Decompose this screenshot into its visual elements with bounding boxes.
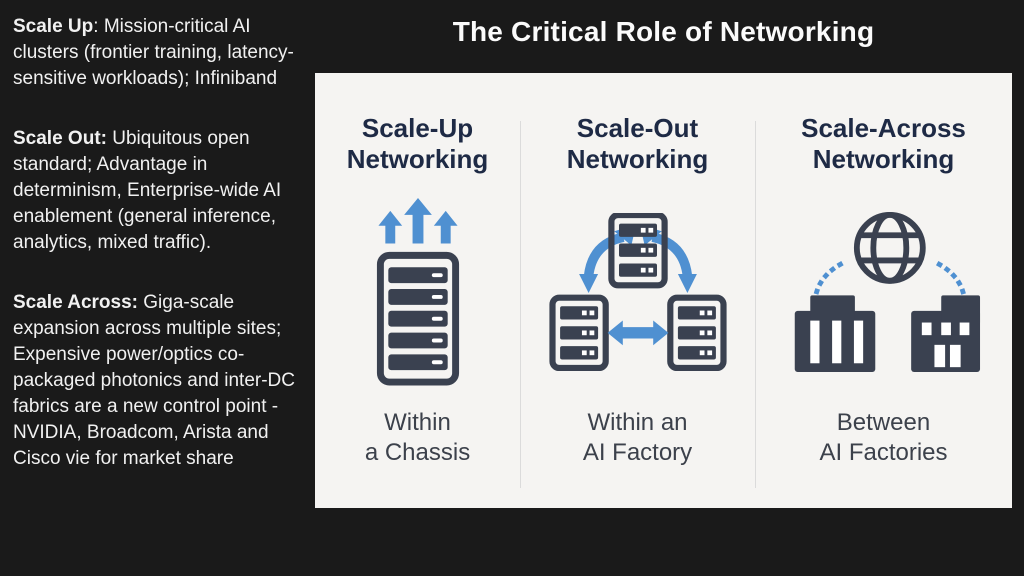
dotted-link-right-icon — [935, 261, 967, 302]
note-scale-out-body: Ubiquitous open standard; Advantage in d… — [13, 128, 282, 253]
globe-icon — [853, 211, 926, 284]
scale-out-header: Scale-Out Networking — [566, 113, 709, 174]
server-icon — [611, 215, 664, 285]
column-scale-across: Scale-Across Networking — [755, 73, 1012, 508]
scale-across-header: Scale-Across Networking — [801, 113, 966, 174]
note-scale-across: Scale Across: Giga-scale expansion acros… — [13, 290, 313, 472]
globe-between-buildings-icon — [794, 211, 980, 373]
server-icon — [670, 297, 723, 367]
note-scale-up-body: : Mission-critical AI clusters (frontier… — [13, 16, 294, 89]
server-with-up-arrows-icon — [376, 197, 459, 386]
scale-up-caption: Within a Chassis — [364, 409, 471, 466]
scale-across-caption: Between AI Factories — [819, 409, 948, 466]
column-divider — [520, 121, 521, 488]
note-scale-up: Scale Up: Mission-critical AI clusters (… — [13, 14, 313, 92]
building-left-icon — [794, 295, 875, 373]
note-scale-across-lead: Scale Across: — [13, 292, 138, 313]
scale-up-header: Scale-Up Networking — [346, 113, 489, 174]
note-scale-out-lead: Scale Out: — [13, 128, 107, 149]
note-scale-across-body: Giga-scale expansion across multiple sit… — [13, 292, 296, 469]
building-right-icon — [910, 295, 980, 373]
networking-diagram-panel: Scale-Up Networking — [315, 73, 1012, 508]
column-scale-out: Scale-Out Networking — [520, 73, 755, 508]
three-servers-linked-icon — [543, 213, 733, 371]
server-icon — [552, 297, 605, 367]
double-arrow-icon — [607, 320, 668, 345]
note-scale-out: Scale Out: Ubiquitous open standard; Adv… — [13, 126, 313, 256]
server-rack-icon — [376, 251, 459, 386]
column-scale-up: Scale-Up Networking — [315, 73, 520, 508]
up-arrows-icon — [377, 197, 458, 244]
dotted-link-left-icon — [811, 261, 844, 302]
column-divider — [755, 121, 756, 488]
note-scale-up-lead: Scale Up — [13, 16, 94, 37]
scale-out-caption: Within an AI Factory — [582, 409, 693, 466]
sidebar-notes: Scale Up: Mission-critical AI clusters (… — [13, 14, 313, 506]
slide-title: The Critical Role of Networking — [452, 16, 875, 47]
